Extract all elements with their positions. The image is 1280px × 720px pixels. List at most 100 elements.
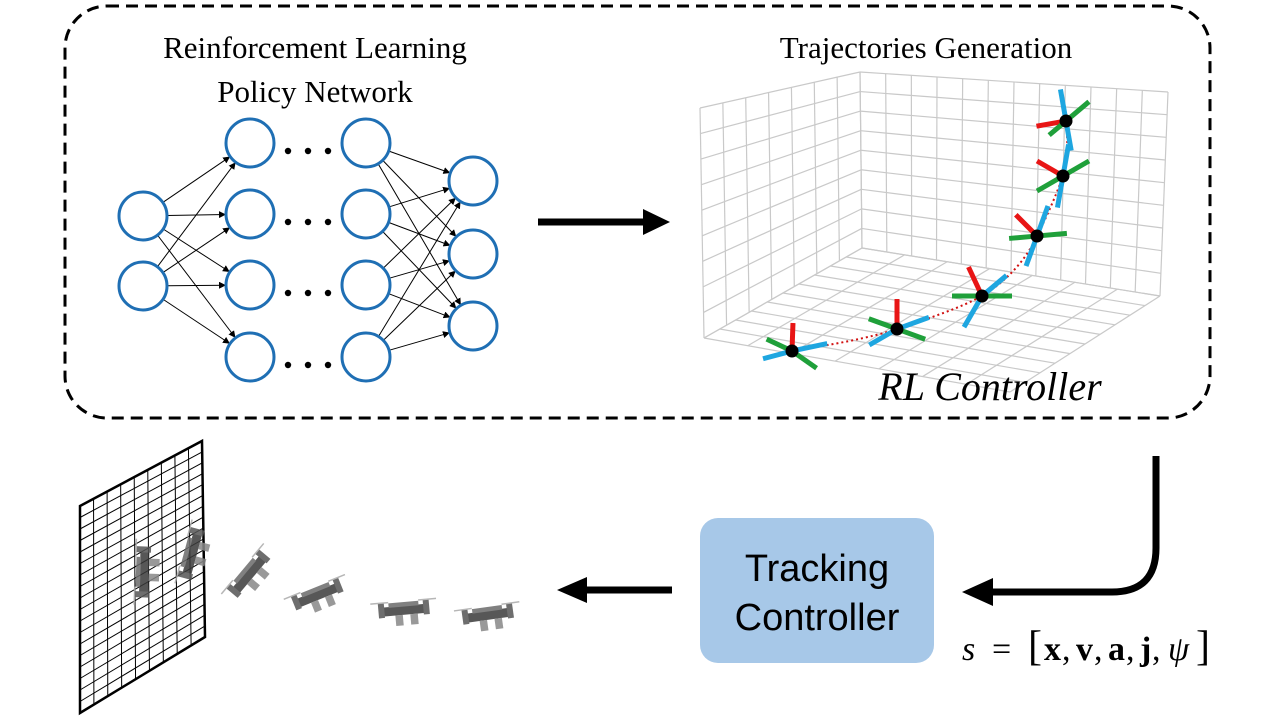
- nn-node: [340, 117, 392, 169]
- drone-prop: [251, 542, 265, 558]
- tracking-controller-line2: Controller: [735, 597, 900, 639]
- drone-body: [1030, 229, 1044, 243]
- drone-top: [388, 600, 419, 608]
- drone-motor: [461, 609, 470, 625]
- grid-line: [782, 292, 1086, 345]
- grid-line: [791, 261, 948, 354]
- grid-line: [767, 92, 773, 300]
- drone-leg: [324, 594, 336, 607]
- grid-line: [859, 71, 863, 249]
- drone-prop: [135, 538, 138, 557]
- grid-line: [703, 227, 863, 313]
- formula-psi: ψ: [1168, 631, 1190, 668]
- grid-line: [699, 107, 705, 339]
- rotor-arm: [1041, 230, 1068, 239]
- wall-grid-line: [79, 614, 205, 691]
- nn-connection: [166, 281, 227, 289]
- drone-frame: [231, 554, 268, 595]
- nn-connection: [388, 150, 451, 174]
- policy-title-line2: Policy Network: [217, 74, 413, 109]
- rotor-arm: [1036, 119, 1063, 129]
- grid-line: [790, 87, 795, 287]
- nn-connection: [382, 159, 457, 238]
- grid-line: [859, 71, 1169, 93]
- grid-line: [701, 149, 862, 211]
- rotor-arm: [1023, 239, 1038, 267]
- grid-line: [935, 76, 938, 261]
- rotor-arm: [789, 322, 796, 348]
- grid-line: [1109, 88, 1118, 289]
- rotor-arm: [1035, 158, 1061, 177]
- grid-line: [703, 337, 1011, 393]
- rl-controller-label: RL Controller: [877, 364, 1102, 409]
- arrow-tracking-to-flight: [557, 577, 672, 603]
- trajectories-title: Trajectories Generation: [780, 30, 1073, 65]
- grid-line: [798, 283, 1101, 335]
- nn-connection: [388, 331, 451, 351]
- drone-leg: [479, 619, 489, 632]
- nn-connection: [156, 161, 237, 268]
- grid-line: [719, 328, 1026, 383]
- rotor-arm: [1068, 99, 1091, 120]
- grid-line: [1010, 81, 1015, 273]
- ellipsis-dot: [304, 289, 312, 297]
- grid-line: [836, 77, 841, 261]
- formula-s: s: [962, 631, 975, 668]
- nn-connection: [162, 226, 231, 274]
- drone-prop: [283, 591, 301, 601]
- grid-line: [861, 188, 1163, 229]
- drone-frame: [295, 582, 341, 608]
- rotor-arm: [1035, 176, 1060, 194]
- tracking-controller-box: [700, 518, 934, 663]
- ellipsis-dot: [324, 289, 332, 297]
- drone-leg: [395, 614, 404, 626]
- quadrotor-poses: [762, 89, 1091, 371]
- wall-grid-line: [79, 462, 203, 530]
- grid-line: [767, 301, 1071, 355]
- ellipsis-dot: [324, 147, 332, 155]
- rotor-arm: [1054, 180, 1065, 208]
- wall-grid-line: [79, 484, 203, 553]
- nn-connection: [382, 270, 457, 341]
- drone-motor: [226, 583, 242, 598]
- rotor-arm: [966, 265, 983, 294]
- grid-line: [745, 97, 750, 313]
- policy-network: [117, 117, 499, 383]
- drone-leg: [247, 578, 260, 592]
- drone-motor: [176, 570, 194, 580]
- drone-body: [785, 344, 799, 358]
- drone-prop: [453, 607, 472, 612]
- policy-title-line1: Reinforcement Learning: [163, 30, 467, 65]
- drone-prop: [174, 565, 181, 584]
- arrow-network-to-trajectory: [538, 209, 670, 235]
- formula-comma3: ,: [1126, 631, 1135, 668]
- rotor-arm: [900, 315, 930, 330]
- grid-line: [965, 288, 1118, 385]
- drone-leg: [148, 573, 160, 582]
- drone-prop: [327, 573, 346, 583]
- drone-frame: [138, 549, 150, 595]
- nn-node: [224, 331, 276, 383]
- nn-node: [447, 155, 499, 207]
- ellipsis-dot: [324, 218, 332, 226]
- grid-line: [1159, 91, 1169, 297]
- wall-grid-line: [79, 582, 205, 656]
- grid-line: [885, 73, 888, 253]
- grid-line: [700, 110, 861, 160]
- rotor-arm: [765, 336, 789, 352]
- wall-grid-line: [79, 473, 203, 541]
- grid-line: [1134, 90, 1143, 293]
- nn-node: [117, 260, 169, 312]
- grid-line: [834, 268, 991, 362]
- nn-connection: [388, 221, 451, 247]
- grid-line: [860, 149, 1165, 184]
- grid-line: [985, 80, 989, 269]
- rotor-arm: [1036, 205, 1051, 233]
- grid-line: [861, 208, 1162, 252]
- ellipsis-dot: [304, 218, 312, 226]
- formula-rbracket: ]: [1196, 624, 1210, 670]
- drone-body: [975, 289, 989, 303]
- grid-line: [747, 254, 905, 347]
- grid-line: [846, 256, 1146, 307]
